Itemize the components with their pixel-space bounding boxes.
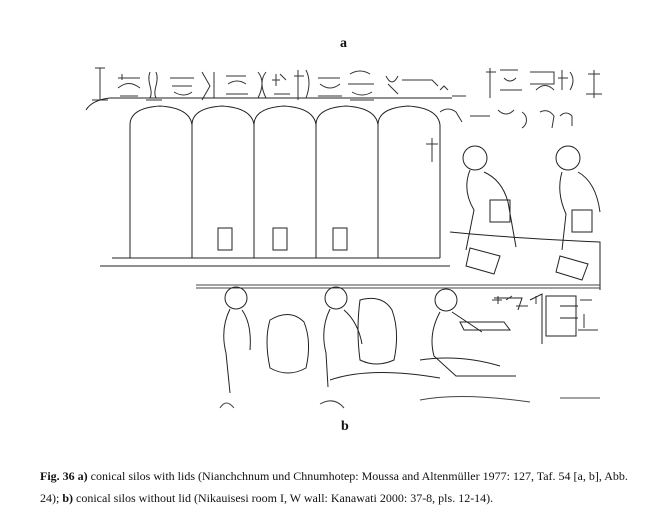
figure-number: Fig. 36	[40, 469, 75, 483]
workers-panel-b	[223, 286, 578, 394]
caption-a-marker: a)	[77, 469, 88, 483]
silo-row	[85, 97, 452, 267]
panel-b-drawing	[196, 284, 600, 409]
figure-caption: Fig. 36 a) conical silos with lids (Nian…	[40, 465, 636, 509]
workers-panel-a	[449, 145, 601, 290]
panel-b-label: b	[341, 419, 349, 434]
hieroglyph-band	[92, 67, 602, 162]
caption-a-text: conical silos with lids (Nianchchnum und…	[40, 469, 628, 505]
panel-a-label: a	[340, 36, 347, 51]
caption-b-marker: b)	[62, 491, 74, 505]
panel-a-drawing	[85, 67, 602, 290]
hieroglyph-band-b	[492, 295, 598, 331]
caption-b-text: conical silos without lid (Nikauisesi ro…	[73, 491, 494, 505]
